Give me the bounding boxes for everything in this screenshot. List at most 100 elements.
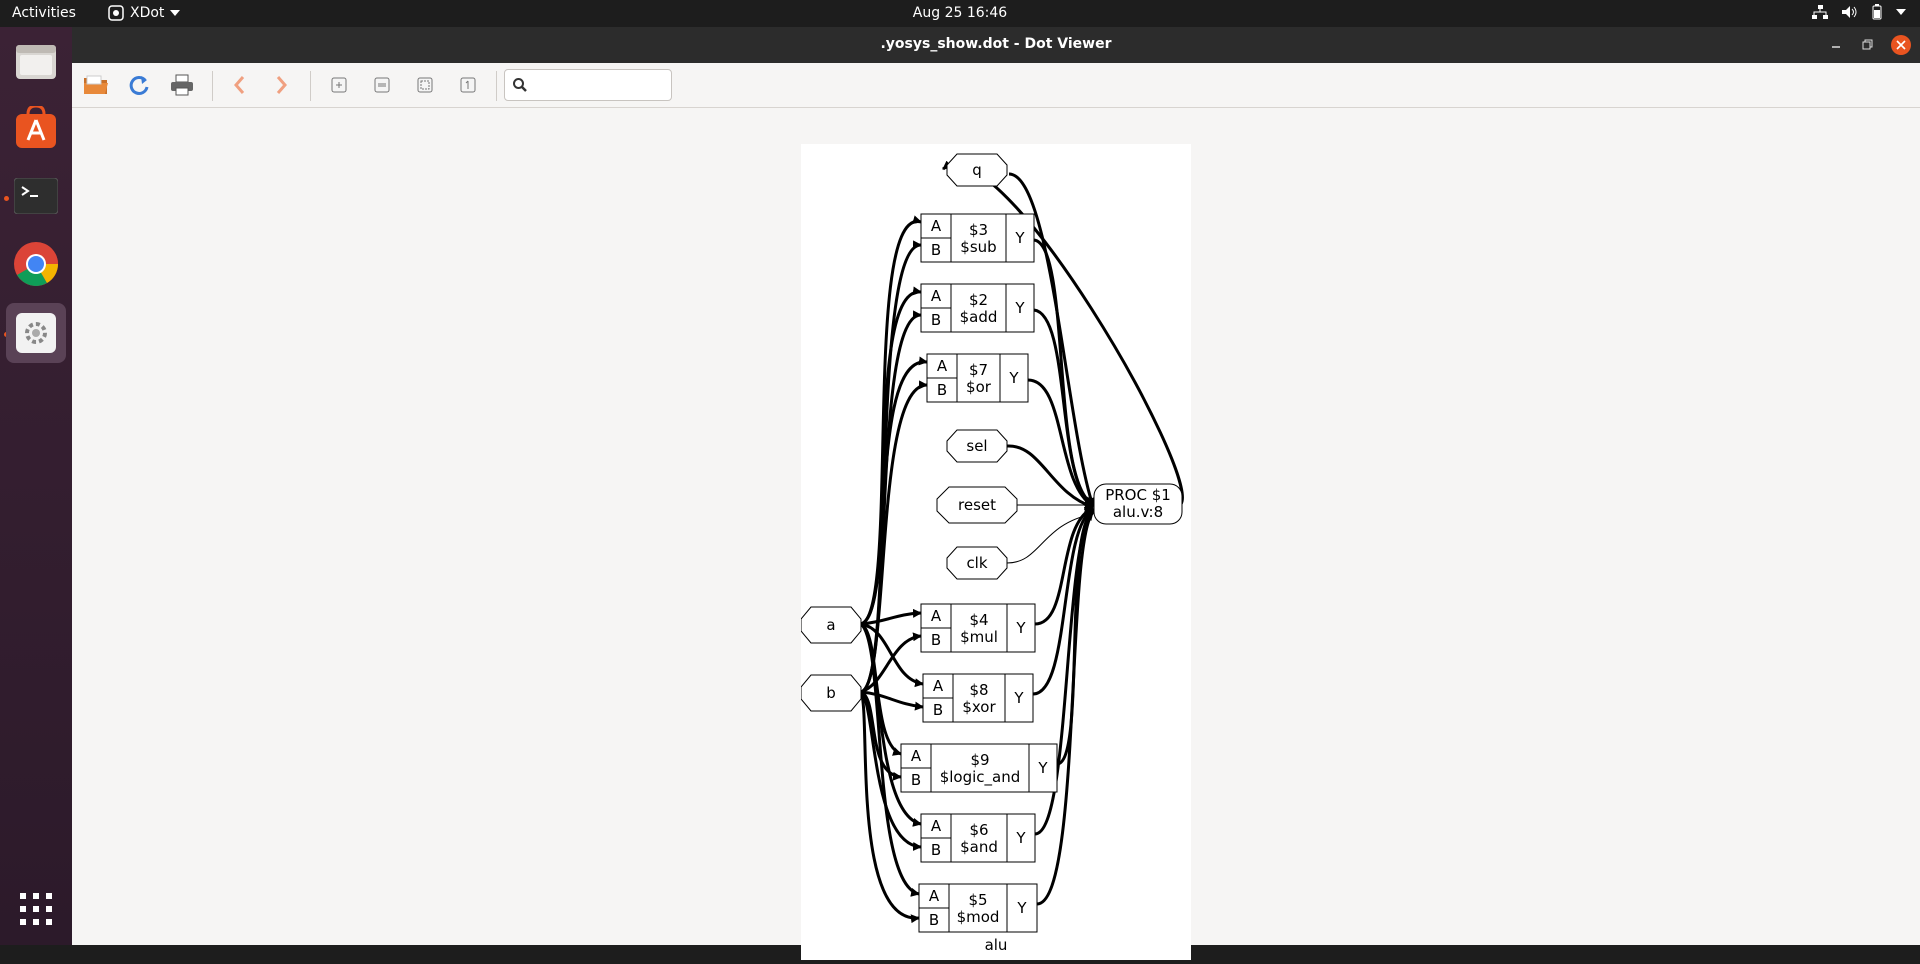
cell-node[interactable]: ABY$3$sub (920, 213, 1035, 263)
port-q[interactable] (946, 153, 1008, 187)
cell-port-y: Y (1037, 759, 1048, 777)
cell-node[interactable]: ABY$2$add (920, 283, 1035, 333)
cell-op: $logic_and (940, 768, 1021, 787)
search-input[interactable] (531, 75, 669, 97)
xdot-dock-icon (16, 313, 56, 353)
cell-node[interactable]: ABY$8$xor (922, 673, 1034, 723)
folder-open-icon (84, 75, 108, 94)
dot-viewer-window: .yosys_show.dot - Dot Viewer (72, 27, 1920, 960)
cell-node[interactable]: ABY$6$and (920, 813, 1036, 863)
dock (0, 27, 72, 945)
proc-node[interactable] (1093, 483, 1183, 525)
system-tray[interactable] (1812, 4, 1906, 20)
edge-a-xor (860, 622, 924, 688)
dock-terminal[interactable] (12, 172, 60, 220)
cell-id: $6 (969, 821, 988, 839)
cell-port-y: Y (1015, 619, 1026, 637)
print-button[interactable] (166, 71, 198, 99)
title-bar[interactable]: .yosys_show.dot - Dot Viewer (72, 27, 1920, 63)
cell-port-y: Y (1014, 299, 1025, 317)
edge-b-xor (860, 690, 924, 711)
app-grid-icon (20, 893, 52, 925)
chrome-icon (14, 242, 58, 286)
open-button[interactable] (80, 71, 112, 99)
zoom-fit-button[interactable] (409, 71, 441, 99)
cell-id: $8 (969, 681, 988, 699)
edge-sel-proc (1006, 444, 1094, 509)
chevron-left-icon (234, 76, 245, 94)
restore-icon (1862, 39, 1873, 50)
cell-node[interactable]: ABY$9$logic_and (900, 743, 1058, 793)
close-icon (1896, 40, 1906, 50)
port-reset-label: reset (958, 496, 996, 514)
port-reset[interactable] (936, 486, 1018, 524)
edge-mod-proc (1036, 511, 1095, 906)
dock-xdot[interactable] (6, 303, 66, 363)
cell-op: $mul (960, 628, 998, 646)
back-button[interactable] (223, 71, 255, 99)
software-center-icon (16, 106, 56, 148)
toolbar-separator (212, 71, 213, 101)
maximize-button[interactable] (1858, 35, 1878, 55)
edge-xor-proc (1032, 507, 1094, 696)
graph-thin-edges (1006, 500, 1094, 564)
zoom-in-button[interactable] (323, 71, 355, 99)
cell-port-a: A (931, 287, 942, 305)
dock-software[interactable] (12, 104, 60, 152)
print-icon (171, 74, 193, 96)
show-apps-button[interactable] (14, 887, 58, 931)
forward-button[interactable] (266, 71, 298, 99)
cell-port-y: Y (1013, 689, 1024, 707)
cell-port-a: A (933, 677, 944, 695)
volume-icon (1842, 6, 1857, 18)
running-indicator (4, 196, 9, 201)
xdot-app-icon (108, 5, 124, 21)
cell-port-b: B (911, 771, 921, 789)
proc-node-source: alu.v:8 (1113, 503, 1163, 521)
close-button[interactable] (1891, 35, 1911, 55)
edge-b-logic-and (860, 690, 902, 781)
edge-a-add (860, 286, 922, 626)
cell-id: $3 (969, 221, 988, 239)
port-b[interactable] (800, 674, 862, 712)
zoom-out-icon (374, 77, 390, 93)
search-icon (513, 78, 527, 92)
reload-button[interactable] (123, 71, 155, 99)
dock-chrome[interactable] (12, 240, 60, 288)
cell-op: $or (966, 378, 992, 396)
port-sel[interactable] (946, 429, 1008, 463)
port-a[interactable] (800, 606, 862, 644)
cell-op: $sub (960, 238, 996, 256)
cell-port-y: Y (1015, 829, 1026, 847)
cell-nodes: ABY$3$subABY$2$addABY$7$orABY$4$mulABY$8… (900, 213, 1058, 933)
zoom-fit-icon (417, 77, 433, 93)
cell-port-a: A (931, 217, 942, 235)
cell-node[interactable]: ABY$5$mod (918, 883, 1038, 933)
yosys-graph[interactable]: q sel reset clk a b PROC $1 alu.v:8 ABY$… (800, 144, 1191, 960)
minimize-icon (1832, 46, 1840, 48)
app-menu[interactable]: XDot (108, 5, 181, 21)
dock-files[interactable] (12, 37, 60, 85)
minimize-button[interactable] (1826, 35, 1846, 55)
system-menu-caret-icon (1896, 9, 1906, 15)
activities-button[interactable]: Activities (12, 5, 76, 21)
reload-icon (129, 75, 149, 95)
cell-port-b: B (931, 841, 941, 859)
edge-and-proc (1034, 509, 1095, 836)
clock[interactable]: Aug 25 16:46 (912, 5, 1008, 21)
edge-a-or (860, 356, 928, 626)
search-box[interactable] (504, 69, 672, 101)
cell-port-b: B (931, 241, 941, 259)
cell-node[interactable]: ABY$4$mul (920, 603, 1036, 653)
files-icon (16, 45, 56, 79)
port-clk[interactable] (946, 546, 1008, 580)
zoom-out-button[interactable] (366, 71, 398, 99)
cell-port-a: A (929, 887, 940, 905)
window-title: .yosys_show.dot - Dot Viewer (880, 36, 1112, 52)
cell-id: $7 (969, 361, 988, 379)
port-q-label: q (972, 161, 982, 179)
cell-node[interactable]: ABY$7$or (926, 353, 1029, 403)
zoom-100-button[interactable] (452, 71, 484, 99)
